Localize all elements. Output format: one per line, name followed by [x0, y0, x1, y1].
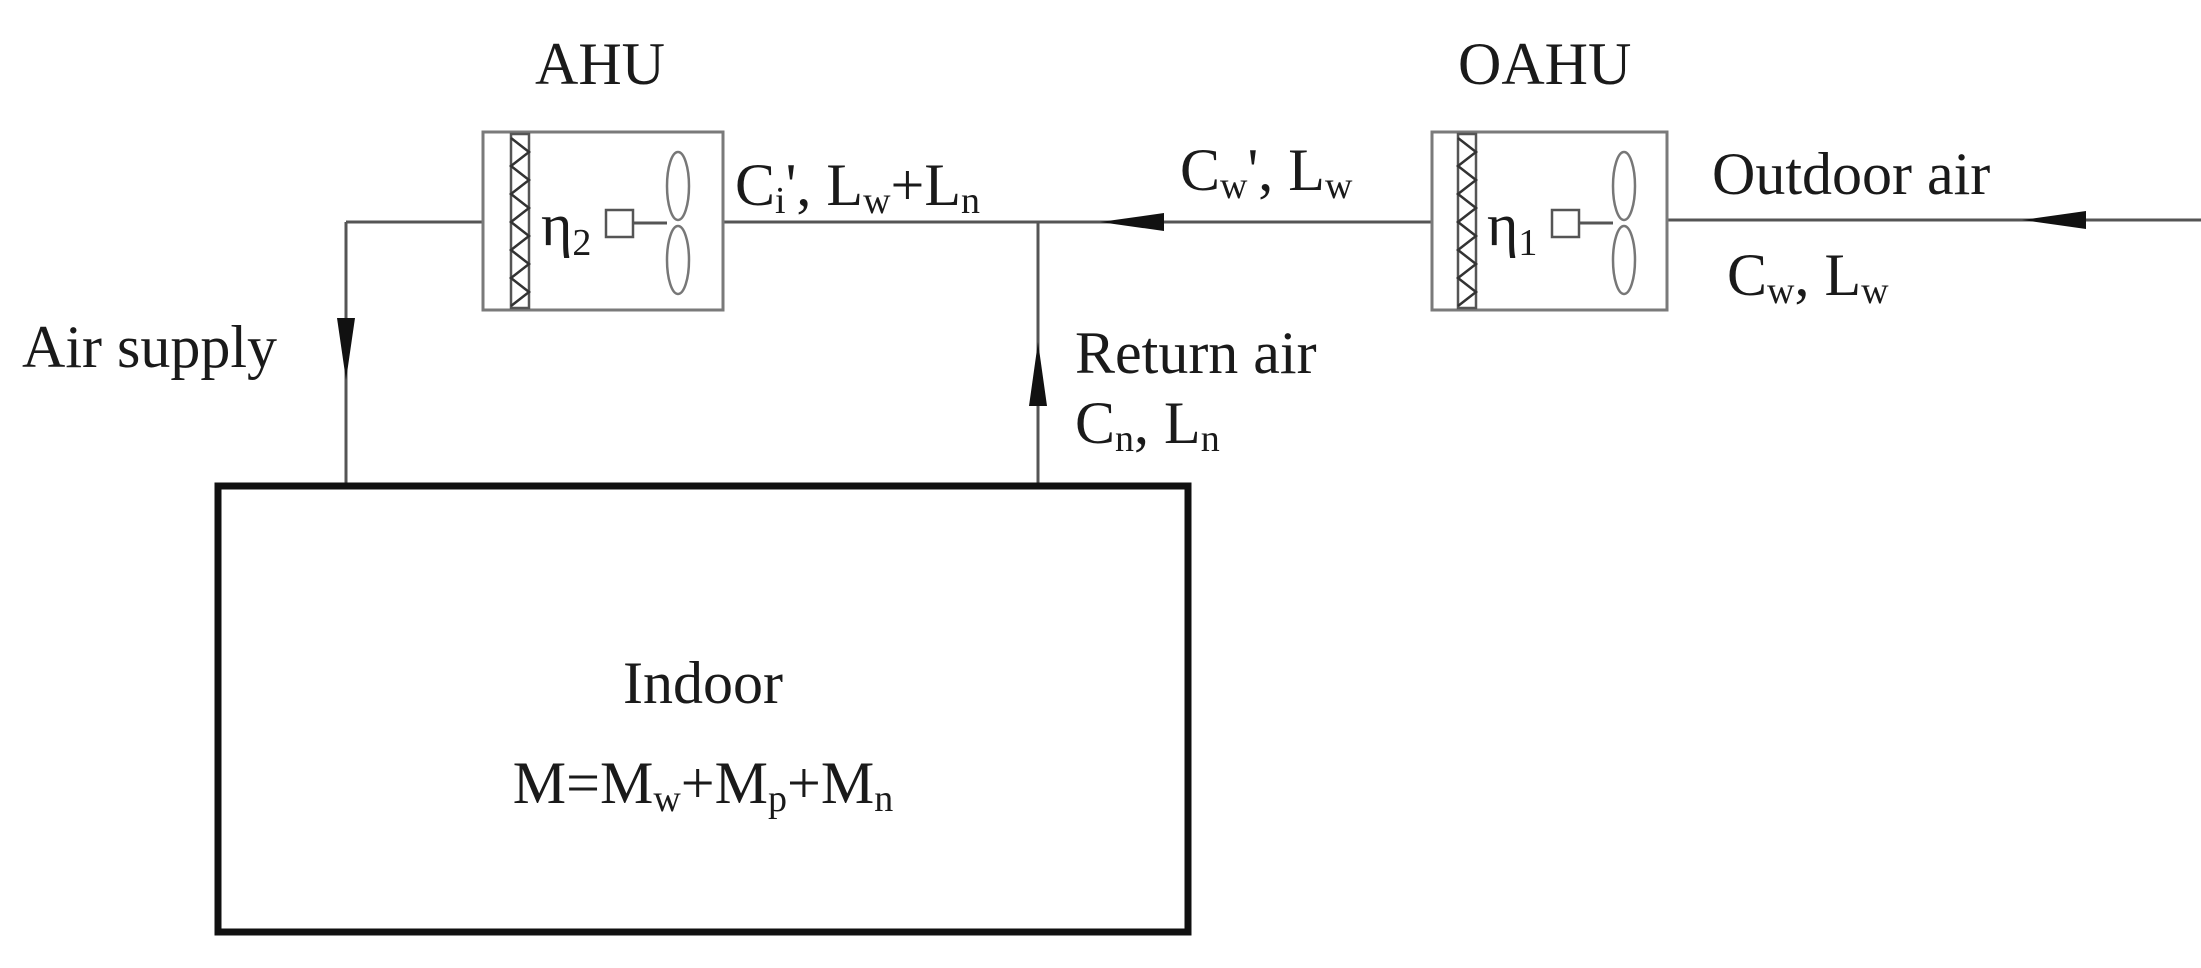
oahu-filter-hatch-icon: [1455, 137, 1479, 307]
flow-arrows: [337, 211, 2086, 406]
indoor-mass-equation: M=Mw+Mp+Mn: [513, 750, 893, 820]
oahu-efficiency: η1: [1487, 192, 1537, 264]
ahu-motor-icon: [604, 208, 635, 239]
ahu-unit: η2 AHU: [481, 31, 725, 312]
oahu-unit: η1 OAHU: [1430, 31, 1669, 312]
outdoor-air-arrow: [2022, 211, 2086, 229]
pretreated-stream-label: Cw', Lw: [1180, 137, 1353, 207]
oahu-fan-blade-bottom-icon: [1611, 224, 1637, 296]
outdoor-air-params: Cw, Lw: [1727, 242, 1889, 312]
oahu-name: OAHU: [1458, 31, 1631, 97]
air-supply-label: Air supply: [22, 314, 277, 380]
return-air-params: Cn, Ln: [1075, 390, 1220, 460]
main-duct-arrow: [1100, 213, 1164, 231]
oahu-motor-icon: [1550, 208, 1581, 239]
indoor-box: [214, 482, 1192, 936]
ahu-fan-blade-bottom-icon: [665, 224, 691, 296]
outdoor-air-label: Outdoor air: [1712, 141, 1990, 207]
ahu-fan-blade-top-icon: [665, 150, 691, 222]
ahu-name: AHU: [535, 31, 665, 97]
oahu-fan-blade-top-icon: [1611, 150, 1637, 222]
indoor-room: Indoor M=Mw+Mp+Mn: [214, 482, 1192, 936]
return-air-arrow: [1029, 342, 1047, 406]
indoor-label: Indoor: [623, 650, 783, 716]
mixed-stream-label: Ci', Lw+Ln: [735, 152, 980, 222]
ahu-filter-hatch-icon: [508, 137, 532, 307]
ahu-efficiency: η2: [541, 192, 591, 264]
return-air-label: Return air: [1075, 320, 1317, 386]
air-supply-arrow: [337, 318, 355, 380]
